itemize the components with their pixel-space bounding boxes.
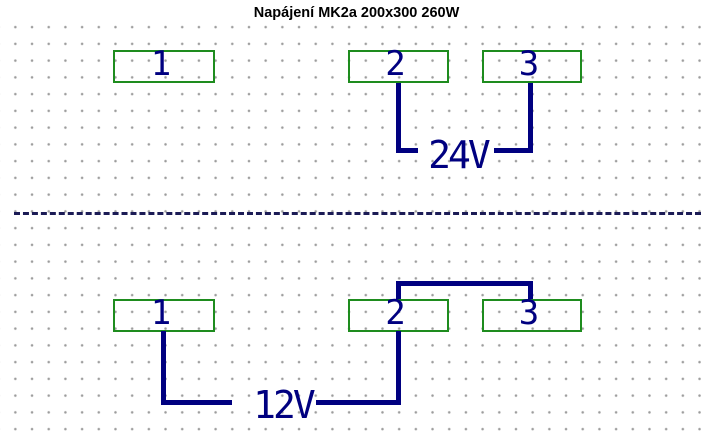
terminal-label: 1: [150, 44, 172, 84]
wire-24v-left-vertical: [396, 83, 401, 153]
voltage-label-12v: 12V: [253, 383, 316, 427]
voltage-label-24v: 24V: [428, 133, 491, 177]
terminal-label: 1: [150, 293, 172, 333]
bottom-terminal-box-2: 2: [348, 293, 449, 333]
diagram-title: Napájení MK2a 200x300 260W: [0, 5, 713, 21]
terminal-label: 3: [518, 293, 540, 333]
variant-separator-dashed-line: [14, 212, 701, 215]
wire-12v-left-horizontal: [161, 400, 232, 405]
wire-jumper-right-vertical: [528, 281, 533, 300]
wire-jumper-left-vertical: [396, 281, 401, 300]
bottom-terminal-box-1: 1: [113, 293, 215, 333]
terminal-label: 2: [385, 293, 406, 333]
terminal-label: 3: [518, 44, 540, 84]
bottom-terminal-box-3: 3: [482, 293, 582, 333]
top-terminal-box-1: 1: [113, 44, 215, 84]
terminal-label: 2: [385, 44, 406, 84]
wire-12v-left-vertical: [161, 331, 166, 405]
wire-12v-right-horizontal: [316, 400, 401, 405]
wire-24v-right-horizontal: [494, 148, 533, 153]
wire-24v-left-horizontal: [396, 148, 418, 153]
wire-24v-right-vertical: [528, 83, 533, 153]
wire-jumper-horizontal: [396, 281, 533, 286]
top-terminal-box-2: 2: [348, 44, 449, 84]
wire-12v-right-vertical: [396, 331, 401, 405]
top-terminal-box-3: 3: [482, 44, 582, 84]
